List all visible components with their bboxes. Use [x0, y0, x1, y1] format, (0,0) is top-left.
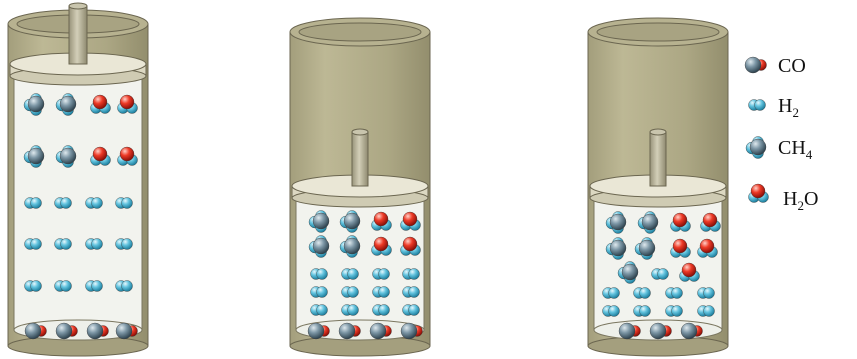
h2-molecule [86, 281, 103, 292]
h2-molecule [634, 288, 651, 299]
h2-molecule [403, 269, 420, 280]
h2-molecule [652, 269, 669, 280]
h2-molecule [373, 287, 390, 298]
container-middle [290, 18, 430, 356]
h2o-molecule-icon [749, 184, 769, 203]
h2-molecule [749, 100, 766, 111]
h2-molecule [666, 306, 683, 317]
h2-molecule [403, 287, 420, 298]
h2-molecule [55, 239, 72, 250]
h2-molecule [25, 281, 42, 292]
legend-label-co: CO [778, 55, 806, 77]
h2-molecule [342, 287, 359, 298]
h2-molecule [311, 287, 328, 298]
co-molecule-icon [745, 57, 767, 73]
h2-molecule [603, 288, 620, 299]
h2-molecule [311, 305, 328, 316]
legend-item-co: CO [745, 55, 806, 77]
h2-molecule [55, 281, 72, 292]
h2-molecule [373, 269, 390, 280]
h2-molecule-icon [749, 100, 766, 111]
h2-molecule [603, 306, 620, 317]
h2-molecule [55, 198, 72, 209]
ch4-molecule-icon [746, 137, 766, 159]
h2-molecule [342, 305, 359, 316]
h2-molecule [116, 198, 133, 209]
h2-molecule [86, 198, 103, 209]
h2-molecule [342, 269, 359, 280]
h2o-molecule [749, 184, 769, 203]
h2-molecule [116, 281, 133, 292]
h2-molecule [116, 239, 133, 250]
legend-item-h2o: H2O [749, 184, 819, 213]
co-molecule [745, 57, 767, 73]
h2-molecule [373, 305, 390, 316]
h2-molecule [403, 305, 420, 316]
h2-molecule [666, 288, 683, 299]
h2-molecule [25, 239, 42, 250]
h2-molecule [25, 198, 42, 209]
h2-molecule [698, 288, 715, 299]
h2-molecule [86, 239, 103, 250]
legend-label-ch4: CH4 [778, 137, 813, 162]
legend-item-ch4: CH4 [746, 137, 813, 163]
legend-label-h2: H2 [778, 95, 799, 120]
legend-item-h2: H2 [749, 95, 799, 120]
h2-molecule [698, 306, 715, 317]
h2-molecule [311, 269, 328, 280]
legend: CO H2 CH4 H2O [745, 55, 818, 213]
container-right [588, 18, 728, 356]
h2-molecule [634, 306, 651, 317]
legend-label-h2o: H2O [783, 188, 818, 213]
ch4-molecule [746, 137, 766, 159]
container-left [8, 3, 148, 356]
